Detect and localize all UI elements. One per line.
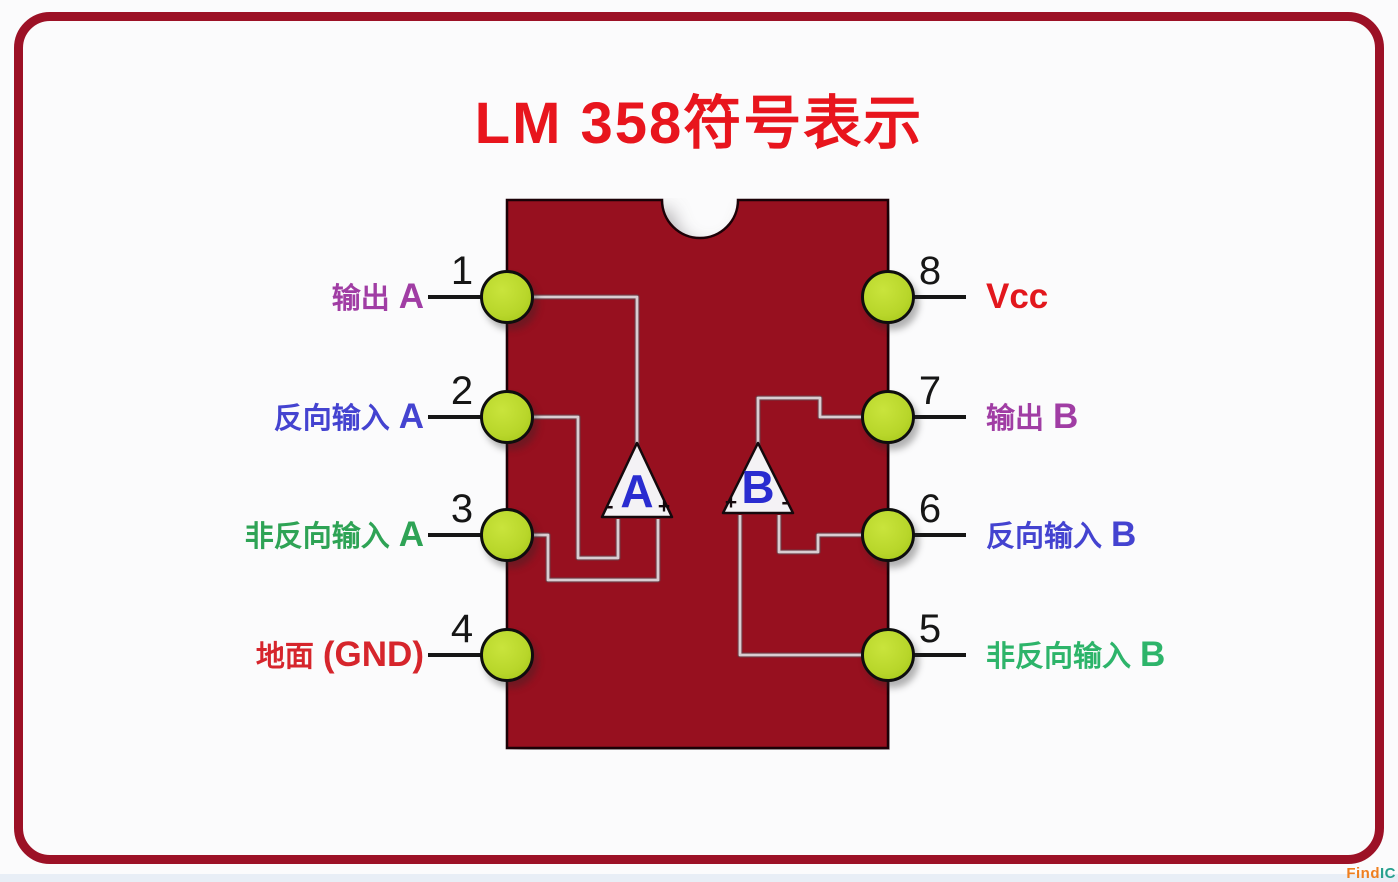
pin5-lead-line	[886, 653, 966, 657]
pin8-lead-line	[886, 295, 966, 299]
wire-pin3-noninverting-a	[507, 519, 660, 582]
pin2-label-text: 反向输入	[273, 403, 390, 435]
watermark: FindIC	[1346, 865, 1396, 882]
wire-pin6-inverting-b	[777, 515, 888, 554]
pin1-pad	[480, 270, 534, 324]
bottom-edge-strip	[0, 874, 1398, 882]
opamp-b-plus-sign: +	[725, 491, 737, 514]
pin6-number: 6	[918, 487, 942, 531]
pin2-label-letter: A	[398, 397, 424, 436]
opamp-a-triangle	[600, 441, 674, 519]
pin8-label-letter: Vcc	[986, 277, 1049, 316]
pin8-label: Vcc	[986, 274, 1286, 320]
pin6-label-text: 反向输入	[986, 521, 1103, 553]
pin1-lead-line	[428, 295, 508, 299]
pin6-pad	[861, 508, 915, 562]
wire-pin2-inverting-a	[507, 415, 620, 560]
opamp-b-triangle	[721, 441, 795, 515]
pin7-pad	[861, 390, 915, 444]
pin1-number: 1	[450, 249, 474, 293]
watermark-ic: IC	[1380, 865, 1396, 882]
watermark-find: Find	[1346, 865, 1380, 882]
pin2-number: 2	[450, 369, 474, 413]
pin3-pad	[480, 508, 534, 562]
wire-pin5-noninverting-b	[738, 515, 888, 657]
chip-graphic: A - + B + -	[505, 198, 890, 750]
opamp-b-minus-sign: -	[782, 491, 789, 514]
pin4-label-letter: (GND)	[322, 635, 424, 674]
pin5-label-text: 非反向输入	[986, 641, 1132, 673]
pin4-pad	[480, 628, 534, 682]
pin7-number: 7	[918, 369, 942, 413]
pin7-lead-line	[886, 415, 966, 419]
pin1-label-letter: A	[398, 277, 424, 316]
pin5-number: 5	[918, 607, 942, 651]
pin7-label-text: 输出	[986, 403, 1045, 435]
pin3-number: 3	[450, 487, 474, 531]
pin8-number: 8	[918, 249, 942, 293]
chip-body-with-notch	[505, 198, 890, 750]
pin4-number: 4	[450, 607, 474, 651]
pin8-pad	[861, 270, 915, 324]
pin5-label-letter: B	[1140, 635, 1166, 674]
pin4-label-text: 地面	[255, 641, 314, 673]
pin2-pad	[480, 390, 534, 444]
pin2-lead-line	[428, 415, 508, 419]
opamp-a-plus-sign: +	[658, 495, 670, 518]
opamp-a-minus-sign: -	[607, 495, 614, 518]
pin3-label-letter: A	[398, 515, 424, 554]
internal-wires	[507, 294, 888, 658]
pin7-label-letter: B	[1053, 397, 1079, 436]
opamp-a-label: A	[620, 465, 653, 517]
pin5-pad	[861, 628, 915, 682]
pin6-lead-line	[886, 533, 966, 537]
pin6-label-letter: B	[1111, 515, 1137, 554]
opamp-b-label: B	[741, 461, 774, 513]
wire-pin1-output-a	[507, 295, 639, 445]
wire-pin7-output-b	[756, 396, 888, 445]
pin3-label-text: 非反向输入	[244, 521, 390, 553]
pin1-label-text: 输出	[331, 283, 390, 315]
opamp-a: A - +	[600, 441, 674, 519]
pin4-lead-line	[428, 653, 508, 657]
page-title: LM 358符号表示	[474, 91, 924, 156]
pin3-lead-line	[428, 533, 508, 537]
opamp-b: B + -	[721, 441, 795, 515]
pin4-label: 地面(GND)	[160, 632, 424, 678]
